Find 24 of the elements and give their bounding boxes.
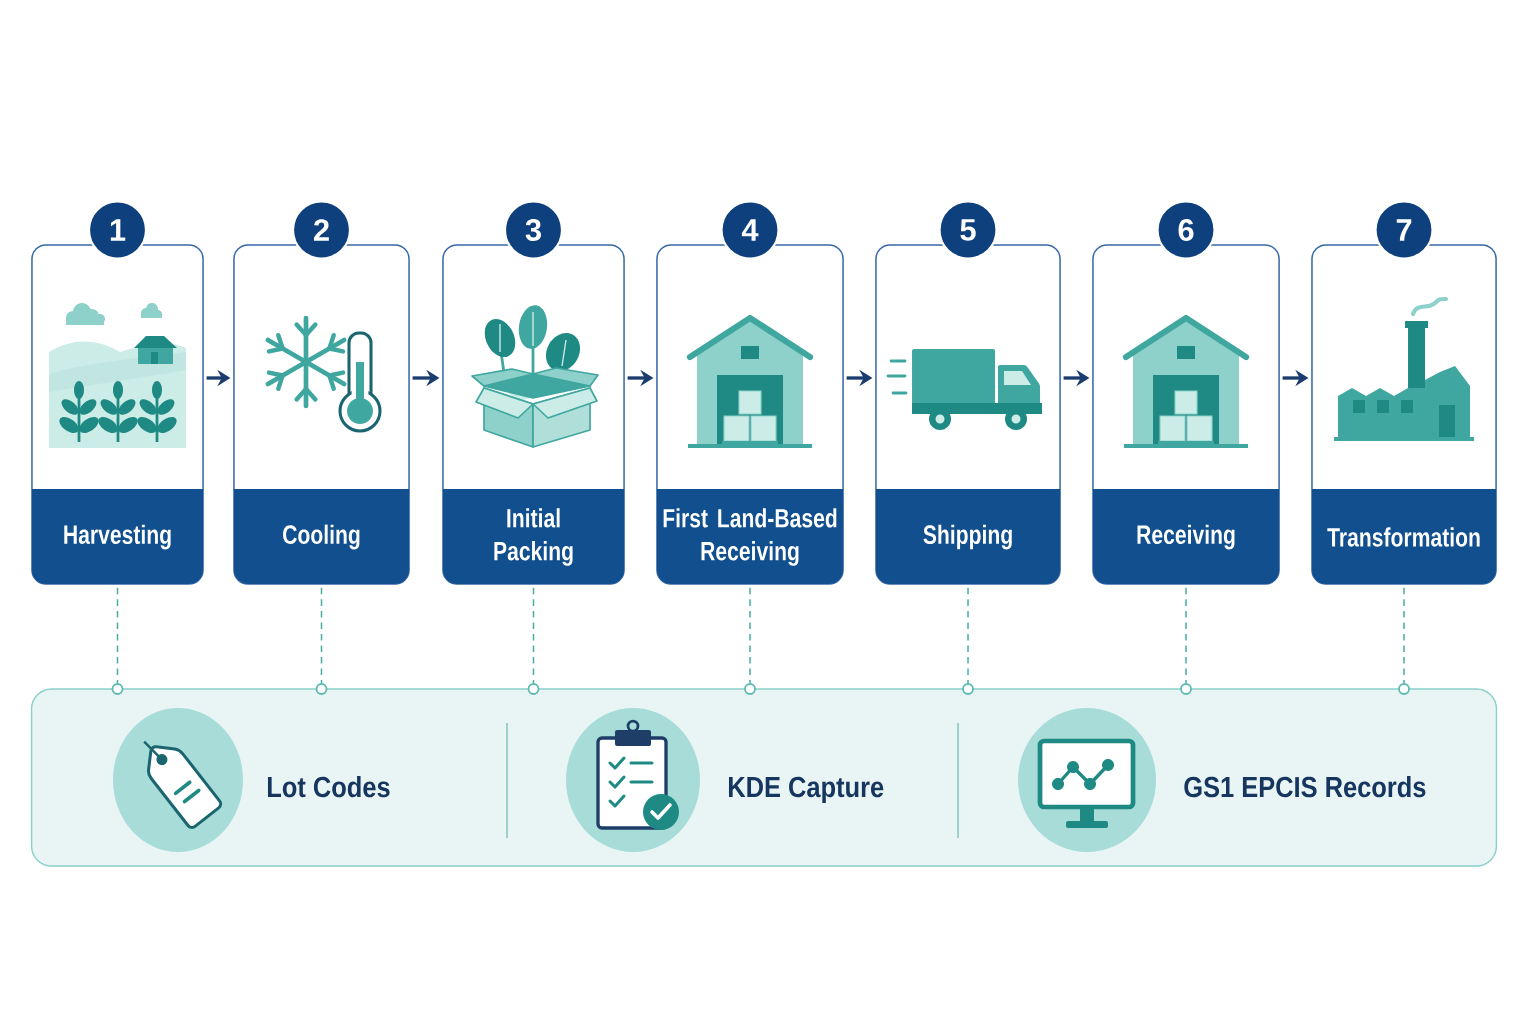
item-label: KDE Capture	[729, 776, 884, 803]
number-badge: 2	[291, 200, 352, 260]
number-badge: 6	[1156, 200, 1216, 260]
dashed-connector	[116, 587, 119, 684]
label-band: First Land-Based Receiving	[657, 489, 843, 584]
dashed-connector	[749, 587, 751, 684]
label-band: Shipping	[876, 489, 1060, 584]
dashed-connector	[1403, 587, 1405, 684]
number-badge: 4	[720, 200, 780, 260]
label-band: Receiving	[1093, 489, 1279, 584]
label-band: Harvesting	[32, 489, 203, 584]
number-badge: 7	[1374, 200, 1434, 260]
item-label: GS1 EPCIS Records	[1184, 776, 1426, 798]
dashed-connector	[1185, 587, 1187, 684]
number-badge: 3	[503, 200, 564, 260]
dashed-connector	[532, 587, 535, 684]
item-label: Lot Codes	[267, 776, 390, 798]
number-badge: 1	[87, 200, 148, 260]
dashed-connector	[320, 587, 323, 684]
number-badge: 5	[938, 200, 998, 260]
label-band: Cooling	[234, 489, 409, 584]
label-band: Transformation	[1312, 489, 1496, 584]
dashed-connector	[967, 587, 969, 684]
label-band: Initial Packing	[443, 489, 624, 584]
